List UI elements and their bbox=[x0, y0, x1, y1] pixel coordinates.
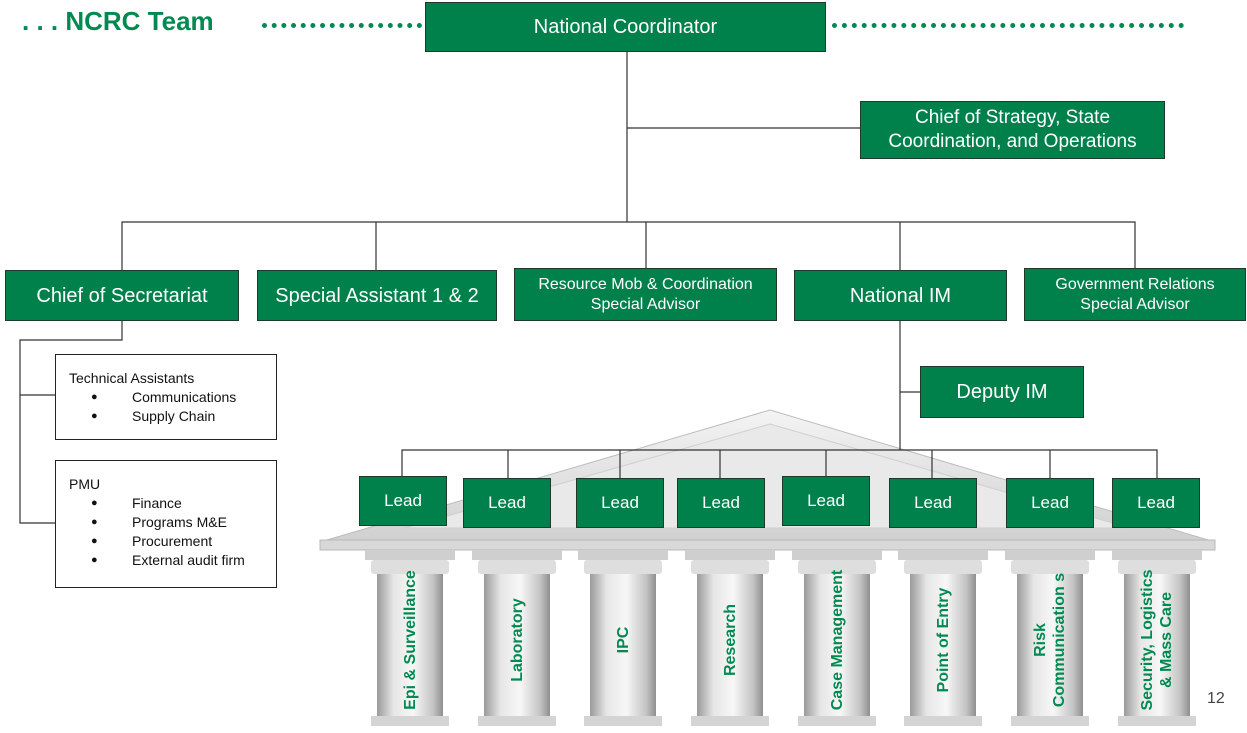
list-item: Procurement bbox=[69, 532, 276, 551]
government-relations-box: Government Relations Special Advisor bbox=[1024, 268, 1246, 321]
pmu-heading: PMU bbox=[69, 476, 101, 492]
chief-strategy-box: Chief of Strategy, State Coordination, a… bbox=[860, 101, 1165, 159]
list-item: Supply Chain bbox=[69, 407, 276, 426]
technical-assistants-list: Communications Supply Chain bbox=[69, 388, 276, 426]
special-assistant-box: Special Assistant 1 & 2 bbox=[257, 270, 497, 321]
national-im-box: National IM bbox=[794, 270, 1007, 321]
connector-lines bbox=[19, 52, 1158, 524]
lead-box-risk-communication: Lead bbox=[1006, 478, 1094, 528]
lead-box-laboratory: Lead bbox=[463, 478, 551, 528]
technical-assistants-heading: Technical Assistants bbox=[69, 370, 195, 386]
list-item: External audit firm bbox=[69, 551, 276, 570]
temple-columns bbox=[365, 550, 1202, 726]
title-dotted-rule-right bbox=[832, 23, 1184, 28]
pmu-list: Finance Programs M&E Procurement Externa… bbox=[69, 494, 276, 570]
list-item: Communications bbox=[69, 388, 276, 407]
page-title: . . . NCRC Team bbox=[22, 6, 214, 36]
lead-box-security-logistics: Lead bbox=[1112, 478, 1200, 528]
title-dotted-rule-left bbox=[262, 23, 422, 28]
lead-box-case-management: Lead bbox=[782, 476, 870, 526]
pmu-box: PMU Finance Programs M&E Procurement Ext… bbox=[55, 460, 277, 588]
deputy-im-box: Deputy IM bbox=[920, 366, 1084, 418]
lead-box-ipc: Lead bbox=[576, 478, 664, 528]
lead-box-research: Lead bbox=[677, 478, 765, 528]
national-coordinator-box: National Coordinator bbox=[425, 2, 826, 52]
page-number: 12 bbox=[1207, 690, 1225, 707]
chief-secretariat-box: Chief of Secretariat bbox=[5, 270, 239, 321]
lead-box-epi: Lead bbox=[359, 476, 447, 526]
technical-assistants-box: Technical Assistants Communications Supp… bbox=[55, 354, 277, 440]
lead-box-point-of-entry: Lead bbox=[889, 478, 977, 528]
list-item: Finance bbox=[69, 494, 276, 513]
list-item: Programs M&E bbox=[69, 513, 276, 532]
resource-mob-box: Resource Mob & Coordination Special Advi… bbox=[514, 268, 777, 321]
